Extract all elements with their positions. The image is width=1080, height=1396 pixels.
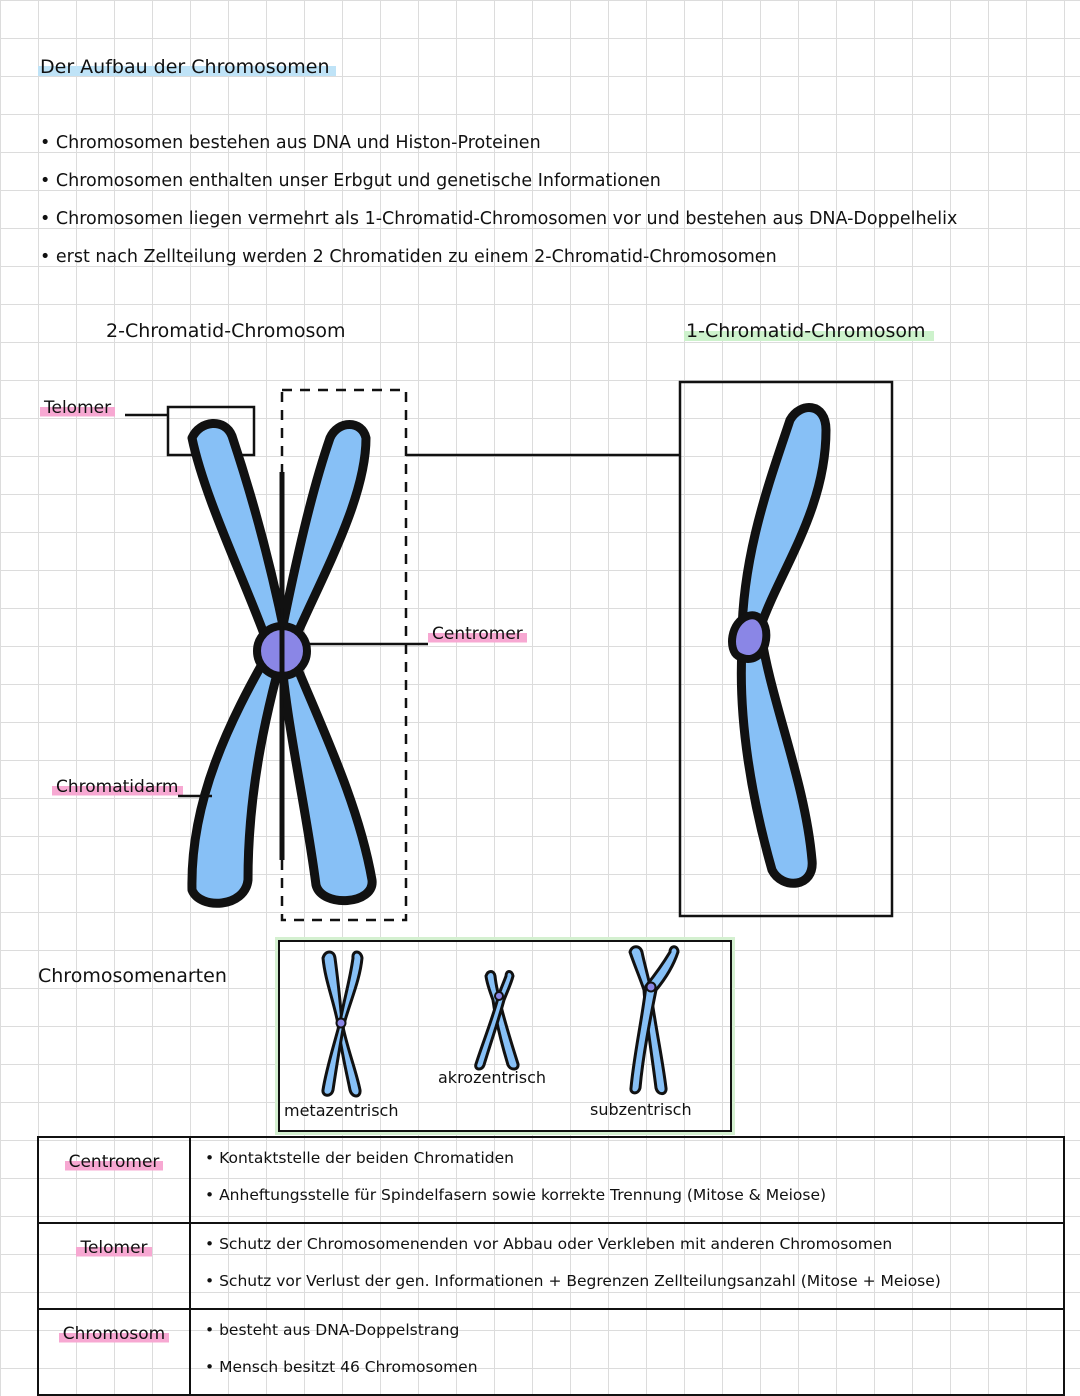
intro-bullet-list: Chromosomen bestehen aus DNA und Histon-… (40, 128, 958, 280)
terms-table: Centromer Kontaktstelle der beiden Chrom… (37, 1136, 1065, 1396)
chromosome-types-box (278, 940, 732, 1132)
type-label-metazentrisch: metazentrisch (284, 1101, 399, 1120)
table-row: Telomer Schutz der Chromosomenenden vor … (37, 1222, 1065, 1310)
chromatidarm-label: Chromatidarm (52, 777, 183, 797)
metacentric-chromosome (321, 950, 364, 1098)
bullet-item: Chromosomen bestehen aus DNA und Histon-… (40, 128, 957, 166)
definition-line: besteht aus DNA-Doppelstrang (205, 1320, 1063, 1357)
bullet-item: Chromosomen enthalten unser Erbgut und g… (40, 166, 957, 204)
centromer-label: Centromer (428, 624, 527, 644)
type-label-subzentrisch: subzentrisch (590, 1100, 692, 1119)
chromosome-types-diagram (321, 945, 680, 1098)
one-chromatid-chromosome (728, 403, 831, 888)
table-row: Centromer Kontaktstelle der beiden Chrom… (37, 1136, 1065, 1224)
telomer-label: Telomer (40, 398, 116, 418)
chromosome-types-heading: Chromosomenarten (38, 965, 227, 987)
bullet-item: erst nach Zellteilung werden 2 Chromatid… (40, 242, 957, 280)
definition-line: Anheftungsstelle für Spindelfasern sowie… (205, 1185, 1063, 1222)
single-chromatid-highlight-box (280, 388, 408, 922)
type-label-akrozentrisch: akrozentrisch (438, 1068, 547, 1087)
term-chromosom: Chromosom (58, 1324, 170, 1344)
single-centromere (728, 611, 771, 663)
acrocentric-chromosome (474, 970, 520, 1071)
bullet-item: Chromosomen liegen vermehrt als 1-Chroma… (40, 204, 958, 242)
definition-line: Kontaktstelle der beiden Chromatiden (205, 1148, 1063, 1185)
term-centromer: Centromer (64, 1152, 164, 1172)
one-chromatid-heading: 1-Chromatid-Chromosom (684, 320, 934, 342)
two-chromatid-heading: 2-Chromatid-Chromosom (106, 320, 346, 342)
page-title: Der Aufbau der Chromosomen (38, 56, 336, 78)
one-chromatid-box (678, 380, 894, 918)
definition-line: Schutz vor Verlust der gen. Informatione… (205, 1271, 1063, 1308)
term-telomer: Telomer (76, 1238, 152, 1258)
submetacentric-chromosome (628, 945, 680, 1096)
definition-line: Mensch besitzt 46 Chromosomen (205, 1357, 1063, 1394)
chromosome-diagram (125, 380, 894, 922)
table-row: Chromosom besteht aus DNA-Doppelstrang M… (37, 1308, 1065, 1396)
definition-line: Schutz der Chromosomenenden vor Abbau od… (205, 1234, 1063, 1271)
two-chromatid-chromosome (187, 419, 377, 908)
